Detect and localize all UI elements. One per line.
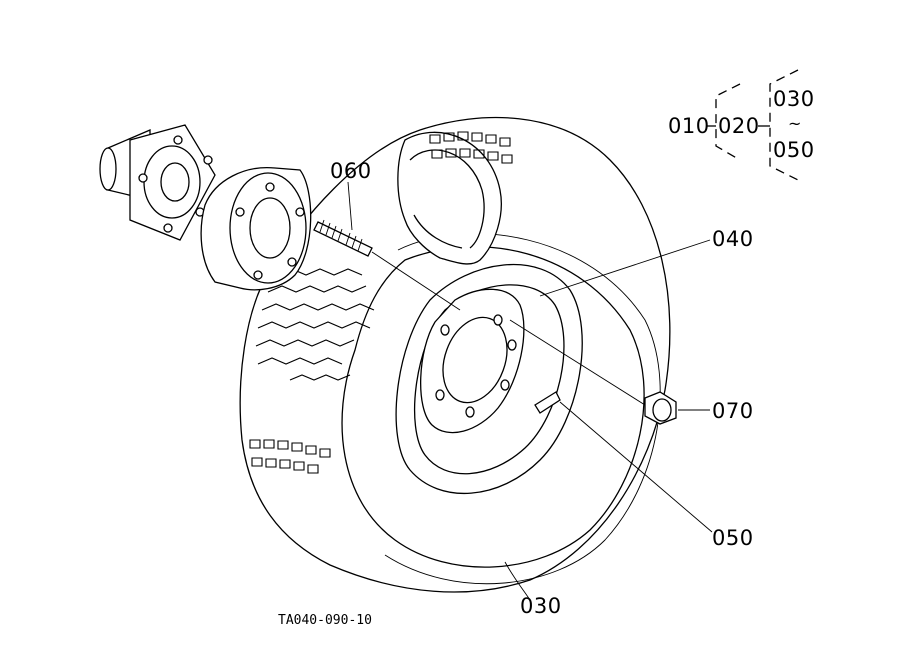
spacer-bore: [249, 197, 291, 259]
tread-pattern-top: [429, 131, 513, 164]
label-tree-030: 030: [773, 87, 815, 111]
figure-code: TA040-090-10: [278, 613, 372, 628]
leader-lines: [347, 181, 713, 601]
disc-bolt-holes: [435, 314, 517, 418]
label-020: 020: [718, 114, 760, 138]
leader-060: [347, 181, 353, 231]
tree-bracket-030-050: [769, 69, 799, 181]
wheel-hub: [99, 124, 216, 241]
leader-070-axis: [509, 319, 646, 406]
disc-center-bore: [442, 316, 508, 404]
tire-sidewall-edge: [341, 246, 645, 568]
leader-stud-to-disc: [371, 251, 461, 311]
nut-face: [652, 398, 672, 422]
label-040: 040: [712, 227, 754, 251]
valve-stem: [534, 391, 561, 414]
leader-030: [504, 561, 531, 601]
wheel-rim: [395, 263, 583, 495]
tree-range-tilde: ~: [788, 114, 802, 133]
label-070: 070: [712, 399, 754, 423]
stud-bolt: [313, 219, 373, 257]
tire-cutaway-inner-wall: [409, 149, 485, 249]
tire-cutaway-bead: [413, 214, 463, 249]
wheel-nut: [644, 391, 677, 425]
spacer-plate: [200, 166, 312, 291]
tree-bracket-020: [715, 83, 741, 161]
label-060: 060: [330, 159, 372, 183]
spacer-holes: [235, 182, 305, 280]
label-050: 050: [712, 526, 754, 550]
stud-bolt-body: [313, 221, 373, 257]
stud-bolt-threads: [319, 219, 363, 252]
hub-stud-holes: [138, 135, 213, 233]
label-010: 010: [668, 114, 710, 138]
hub-bore: [160, 162, 190, 202]
leader-050: [559, 401, 713, 533]
leader-040: [539, 239, 711, 297]
part-hierarchy-tree: 010 020 030 ~ 050: [668, 69, 815, 181]
label-tree-050: 050: [773, 138, 815, 162]
tread-pattern-side: [249, 268, 375, 474]
label-030: 030: [520, 594, 562, 618]
hub-shaft-end: [99, 147, 117, 191]
rim-well: [414, 284, 565, 475]
